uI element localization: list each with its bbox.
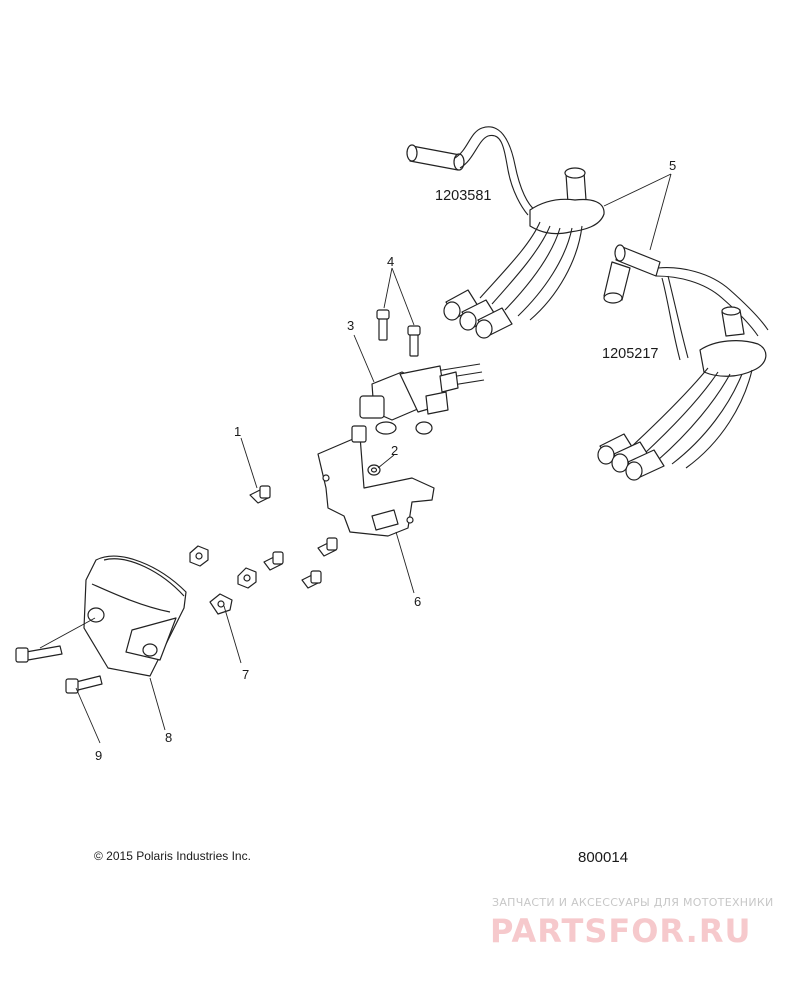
copyright-text: © 2015 Polaris Industries Inc. xyxy=(94,849,251,863)
callout-9: 9 xyxy=(95,748,102,763)
cover-part-8-illustration xyxy=(83,555,187,677)
fasteners-illustration xyxy=(189,537,338,615)
part-number-upper-harness: 1203581 xyxy=(435,188,491,204)
bolts-part-4-illustration xyxy=(376,309,421,357)
callout-3: 3 xyxy=(347,318,354,333)
callout-5: 5 xyxy=(669,158,676,173)
callout-4: 4 xyxy=(387,254,394,269)
watermark-tagline: ЗАПЧАСТИ И АКСЕССУАРЫ ДЛЯ МОТОТЕХНИКИ xyxy=(492,896,774,909)
callout-1: 1 xyxy=(234,424,241,439)
harness-upper-illustration xyxy=(406,126,605,339)
callout-7: 7 xyxy=(242,667,249,682)
harness-lower-illustration xyxy=(597,244,769,481)
diagram-code: 800014 xyxy=(578,849,628,866)
bracket-part-6-illustration xyxy=(317,425,435,537)
callout-8: 8 xyxy=(165,730,172,745)
leader-lines xyxy=(39,173,672,744)
watermark-brand: PARTSFOR.RU xyxy=(490,912,751,950)
nut-part-2-illustration xyxy=(367,464,381,476)
callout-6: 6 xyxy=(414,594,421,609)
valve-assembly-part-3-illustration xyxy=(359,363,485,435)
part-number-lower-harness: 1205217 xyxy=(602,346,658,362)
callout-2: 2 xyxy=(391,443,398,458)
bolt-part-1-illustration xyxy=(249,485,271,504)
bolts-part-9-illustration xyxy=(15,645,103,694)
